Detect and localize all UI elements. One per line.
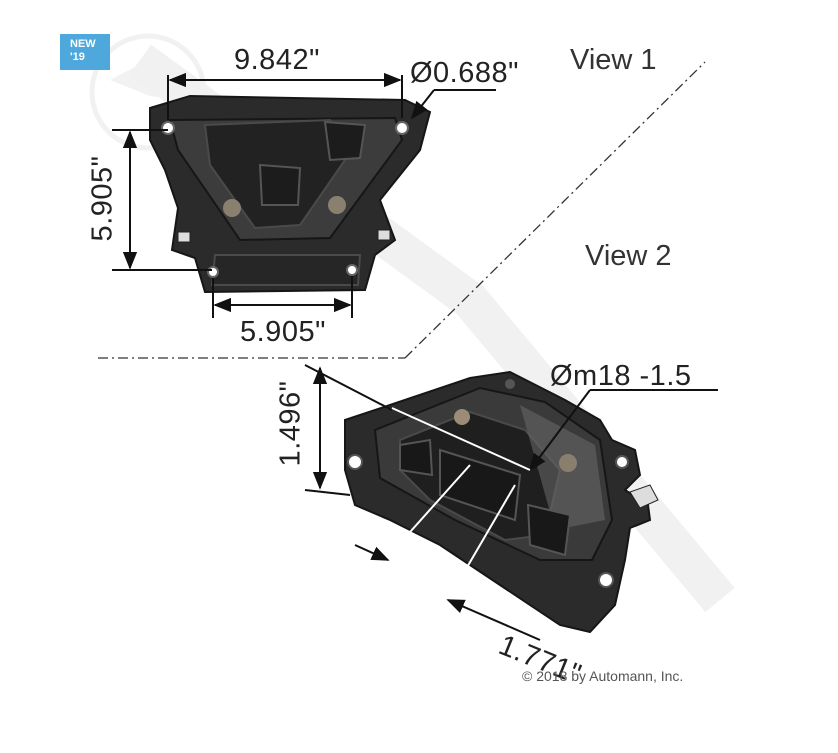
height-dimension: 1.496" [274,380,307,467]
view-separator-line [98,61,706,359]
left-height-dimension: 5.905" [86,155,119,242]
new-badge: NEW '19 [60,34,110,70]
view2-label: View 2 [585,240,672,272]
badge-line1: NEW [70,38,96,50]
view1-dimension-lines [112,72,496,318]
top-width-dimension: 9.842" [234,44,320,76]
thread-dimension: Øm18 -1.5 [550,360,692,392]
hole-diameter-dimension: Ø0.688" [410,57,519,89]
bottom-width-dimension: 5.905" [240,316,326,348]
view2-dimension-lines [304,364,718,641]
copyright-text: © 2018 by Automann, Inc. [522,668,684,684]
view1-label: View 1 [570,44,657,76]
badge-line2: '19 [70,51,85,63]
view2-part-image [344,370,659,634]
